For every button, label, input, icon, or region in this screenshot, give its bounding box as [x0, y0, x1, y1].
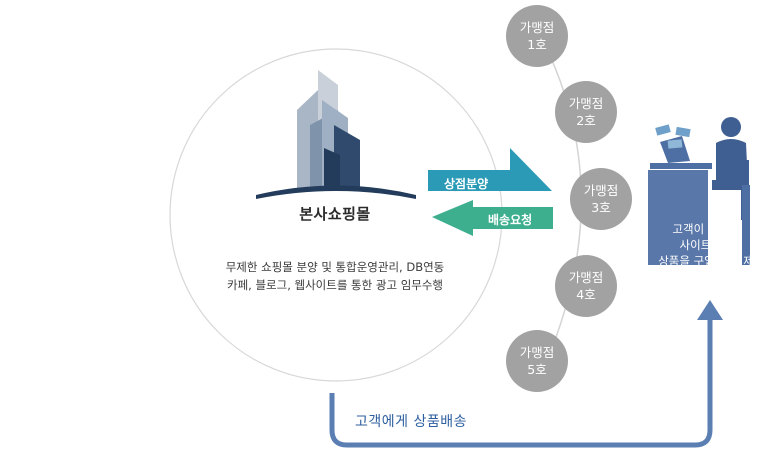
- hq-title: 본사쇼핑몰: [299, 205, 371, 223]
- franchise-node-4-name: 가맹점: [568, 270, 604, 285]
- delivery-flow-line: [329, 318, 713, 448]
- franchise-node-1-name: 가맹점: [519, 20, 555, 35]
- franchise-node-4: 가맹점 4호: [555, 255, 617, 317]
- franchise-node-2-name: 가맹점: [568, 96, 604, 111]
- building-icon: [256, 70, 416, 199]
- flow-arrowhead: [697, 300, 723, 320]
- customer-label-line2: 사이트에서: [679, 238, 733, 252]
- hq-desc-line2: 카페, 블로그, 웹사이트를 통한 광고 임무수행: [226, 278, 444, 292]
- franchise-node-2: 가맹점 2호: [555, 81, 617, 143]
- delivery-request-arrow: [432, 200, 553, 236]
- store-sale-arrow: [428, 148, 552, 191]
- franchise-node-5-name: 가맹점: [519, 345, 555, 360]
- customer-label: 고객이 가맹점 사이트에서 상품을 구입 및 결제: [648, 221, 760, 269]
- customer-illustration: [648, 117, 750, 265]
- franchise-node-3-number: 3호: [591, 200, 611, 215]
- delivery-flow-label: 고객에게 상품배송: [355, 414, 467, 430]
- franchise-node-3: 가맹점 3호: [570, 168, 632, 230]
- franchise-node-1-number: 1호: [527, 37, 547, 52]
- franchise-node-1: 가맹점 1호: [506, 5, 568, 67]
- customer-label-line3: 상품을 구입 및 결제: [658, 254, 754, 268]
- franchise-node-2-number: 2호: [576, 113, 596, 128]
- franchise-node-5: 가맹점 5호: [506, 330, 568, 392]
- hq-description: 무제한 쇼핑몰 분양 및 통합운영관리, DB연동 카페, 블로그, 웹사이트를…: [170, 258, 500, 294]
- customer-label-line1: 고객이 가맹점: [672, 222, 740, 236]
- delivery-request-label: 배송요청: [488, 213, 533, 227]
- franchise-node-5-number: 5호: [527, 362, 547, 377]
- hq-desc-line1: 무제한 쇼핑몰 분양 및 통합운영관리, DB연동: [225, 260, 445, 274]
- franchise-node-3-name: 가맹점: [583, 183, 619, 198]
- store-sale-label: 상점분양: [444, 177, 489, 191]
- franchise-node-4-number: 4호: [576, 287, 596, 302]
